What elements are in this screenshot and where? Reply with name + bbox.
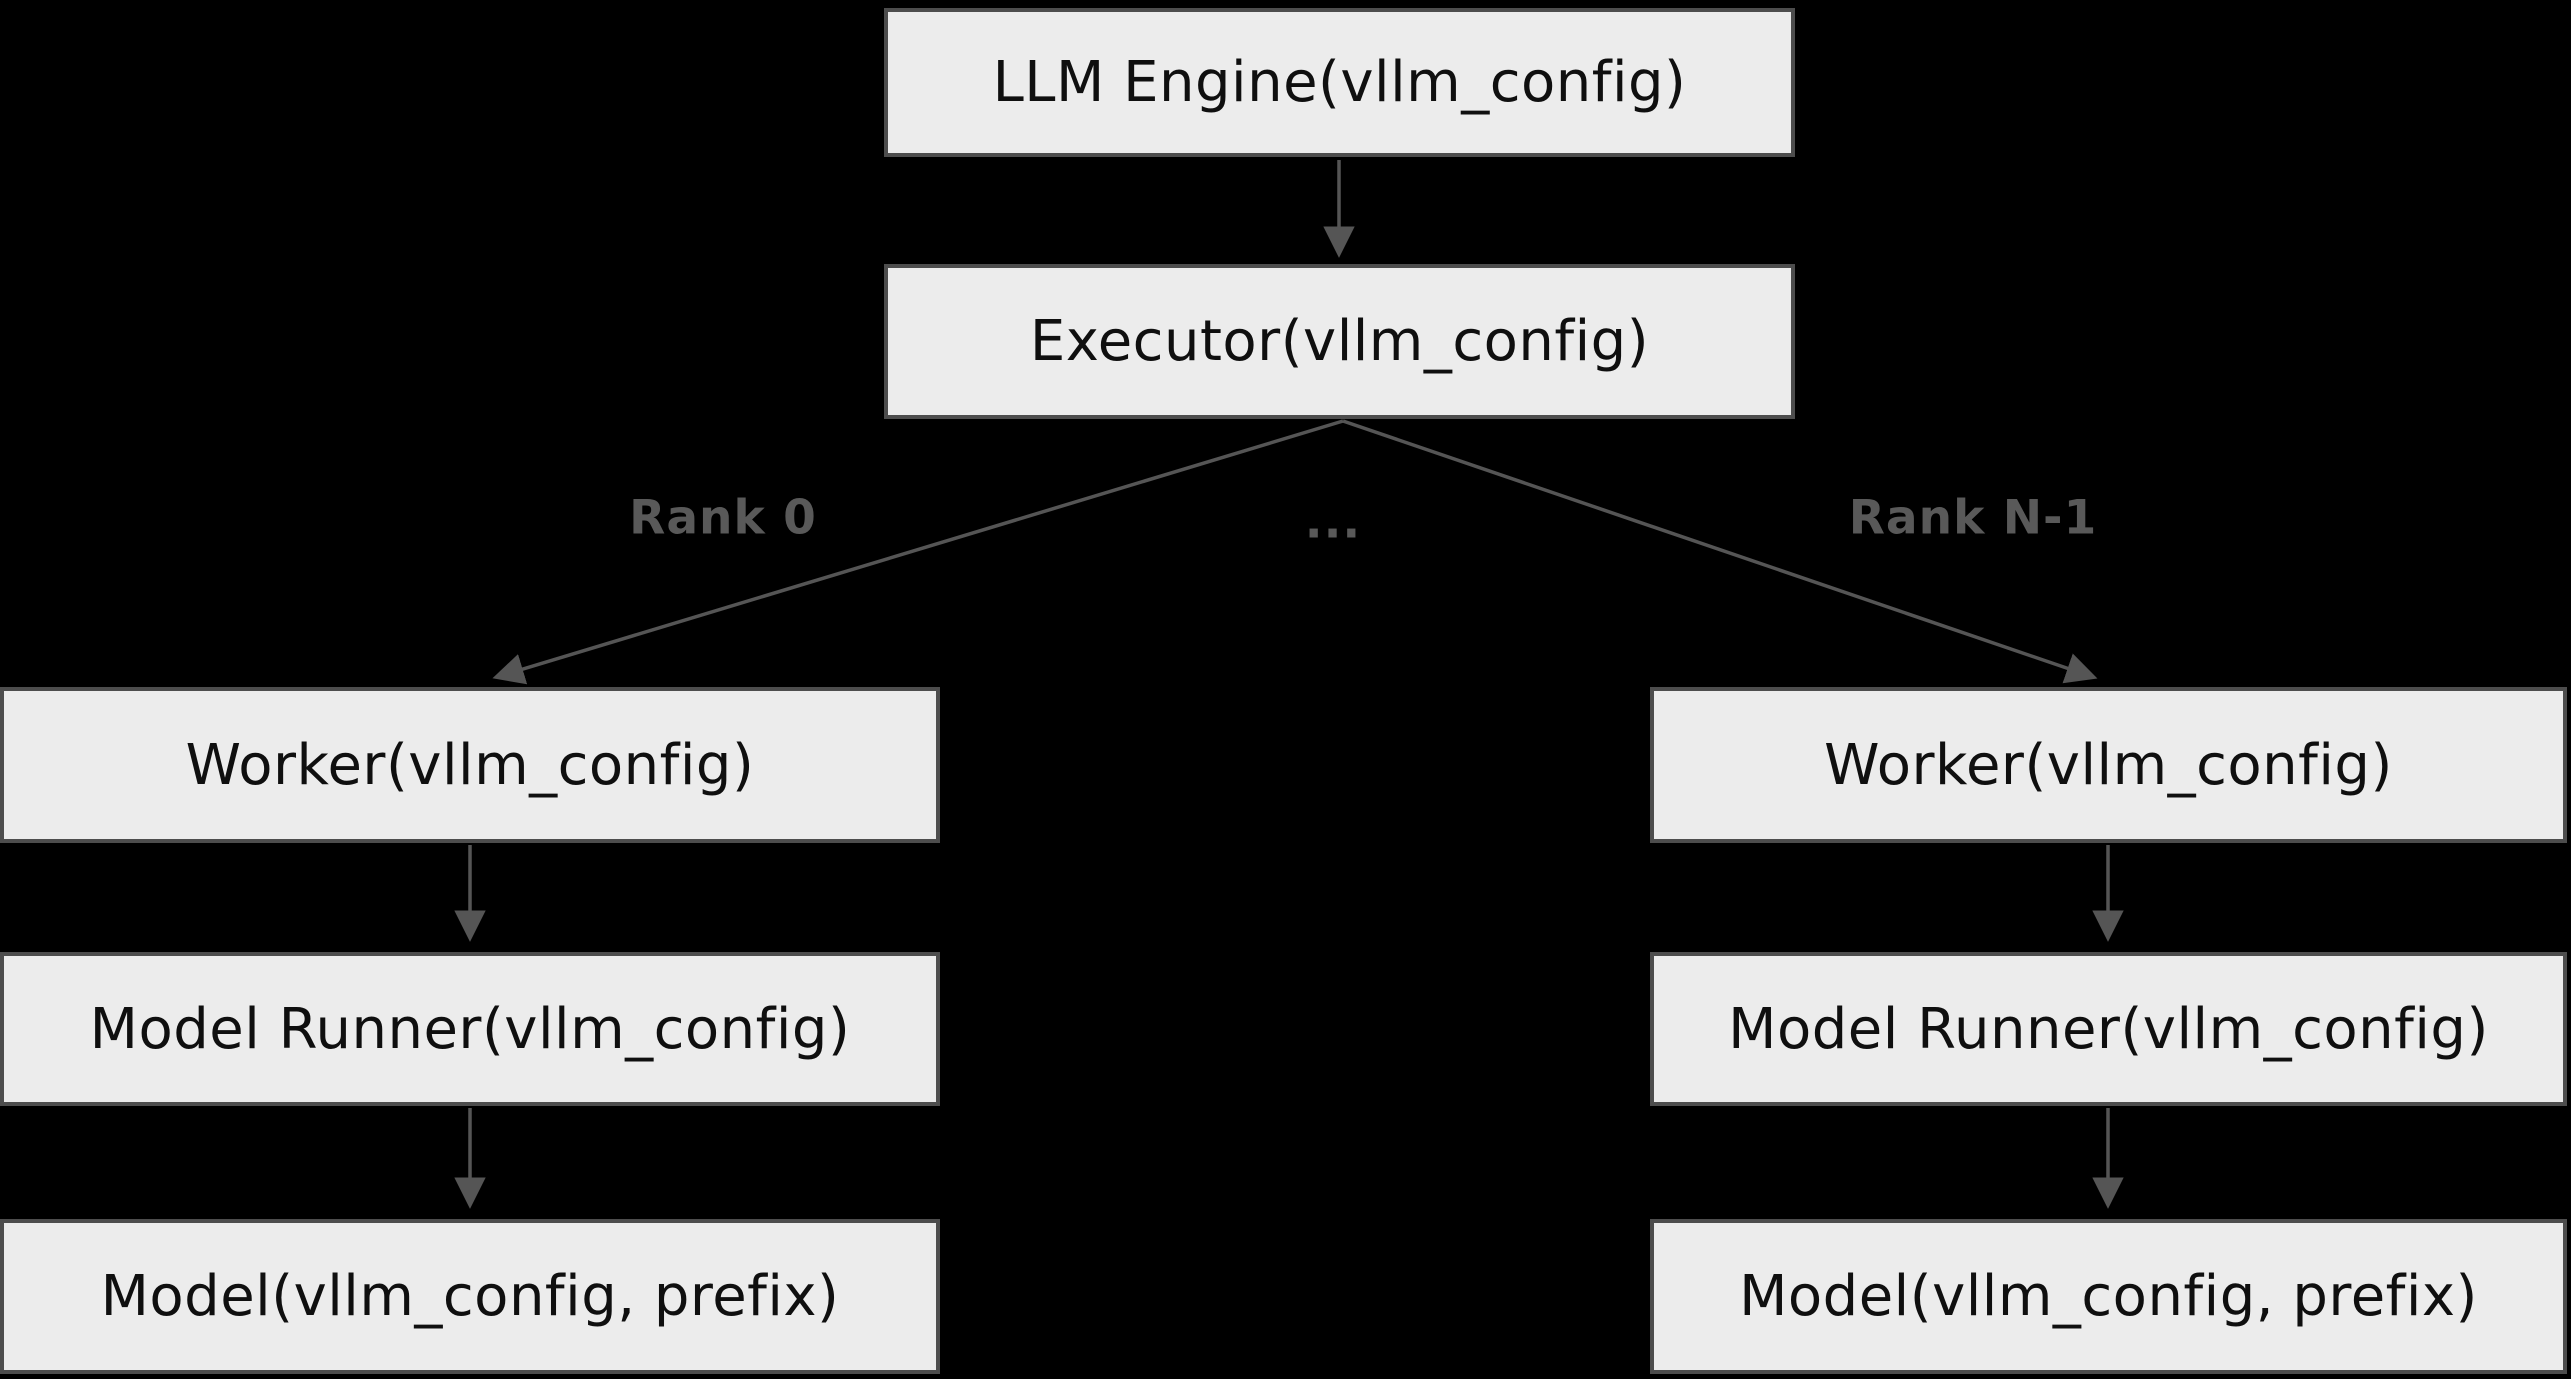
node-model-runner-rankN: Model Runner(vllm_config): [1650, 952, 2567, 1106]
node-model-runner-rank0: Model Runner(vllm_config): [0, 952, 940, 1106]
edge-label-rank-0: Rank 0: [629, 490, 817, 546]
node-worker-rank0: Worker(vllm_config): [0, 687, 940, 843]
node-llm-engine: LLM Engine(vllm_config): [884, 8, 1795, 157]
node-model-rank0: Model(vllm_config, prefix): [0, 1219, 940, 1374]
edge-executor-to-workerN: [1342, 419, 2098, 684]
edge-executor-to-worker0: [492, 419, 1344, 685]
node-worker-rankN: Worker(vllm_config): [1650, 687, 2567, 843]
node-model-rankN: Model(vllm_config, prefix): [1650, 1219, 2567, 1374]
edge-label-rank-n-1: Rank N-1: [1848, 490, 2098, 546]
node-executor: Executor(vllm_config): [884, 264, 1795, 419]
edge-label-ellipsis: ...: [1304, 494, 1362, 550]
